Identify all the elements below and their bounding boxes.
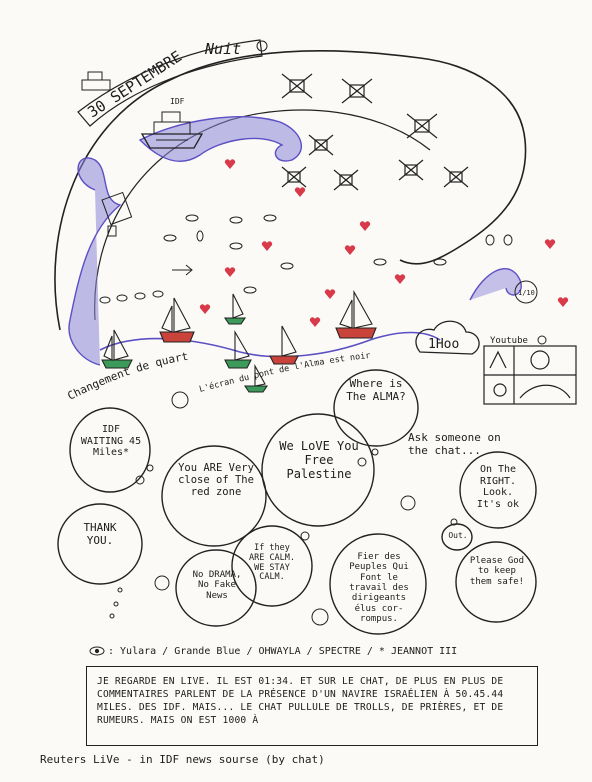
bubble-thank [57, 503, 143, 585]
bubble-love [261, 413, 375, 527]
youtube-label: Youtube [490, 336, 528, 346]
bubble-where [333, 369, 419, 447]
love-text: We LoVE You Free Palestine [279, 439, 359, 481]
where-text: Where is The ALMA? [346, 377, 406, 403]
heart-icon [199, 159, 569, 327]
no-drama-text: No DRAMA, No Fake News [192, 570, 242, 601]
date-text: 30 SEPTEMBRE [84, 47, 185, 121]
fier-text: Fier des Peuples Qui Font le travail des… [349, 552, 409, 625]
youtube-screen [483, 345, 577, 405]
date-banner [77, 39, 263, 127]
left-device [101, 191, 133, 237]
counter-text: 1/10 [518, 289, 535, 297]
bubble-fier [329, 533, 427, 635]
sea-wave [99, 331, 441, 358]
boat-icon [81, 71, 111, 91]
hoo-text: 1Hoo [428, 337, 459, 352]
thank-text: THANK YOU. [83, 521, 117, 547]
eye-icon [537, 335, 547, 345]
eye-icon [99, 214, 513, 304]
drone-icon [281, 73, 469, 191]
moon-icon [256, 40, 268, 52]
bubble-out [441, 523, 473, 551]
right-wave [469, 268, 522, 301]
top-wave [138, 116, 303, 163]
idf-waiting-text: IDF WAITING 45 Miles* [80, 424, 142, 458]
hoo-cloud [415, 320, 480, 355]
please-text: Please God to keep them safe! [469, 556, 525, 587]
bubble-idf-waiting [69, 407, 151, 493]
credits-line: : Yulara / Grande Blue / OHWAYLA / SPECT… [108, 646, 458, 657]
flotilla-sailboats [101, 289, 377, 393]
idf-ship-label: IDF [170, 97, 185, 106]
footer-caption: Reuters LiVe - in IDF news sourse (by ch… [40, 753, 325, 766]
narration-box: Je regarde en LiVe. Il est 01:34. Et sur… [86, 666, 538, 746]
out-text: Out. [448, 531, 468, 540]
time-text: Nuit [204, 40, 241, 58]
calm-text: If they ARE CALM. WE STAY CALM. [248, 543, 296, 583]
ask-text: Ask someone on the chat... [408, 431, 501, 457]
idf-warship [140, 111, 204, 149]
red-zone-text: You ARE Very close of The red zone [178, 462, 254, 499]
counter-badge [514, 280, 538, 304]
bubble-on-right [459, 451, 537, 529]
bubble-no-drama [175, 549, 257, 627]
outer-arc [54, 49, 527, 331]
eye-icon [89, 646, 105, 656]
bubble-red-zone [161, 445, 267, 547]
arrow-icon [172, 264, 193, 276]
bubble-calm [231, 525, 313, 607]
bubble-please [455, 541, 537, 623]
on-right-text: On The RIGHT. Look. It's ok [476, 464, 520, 510]
left-wave [68, 157, 122, 366]
